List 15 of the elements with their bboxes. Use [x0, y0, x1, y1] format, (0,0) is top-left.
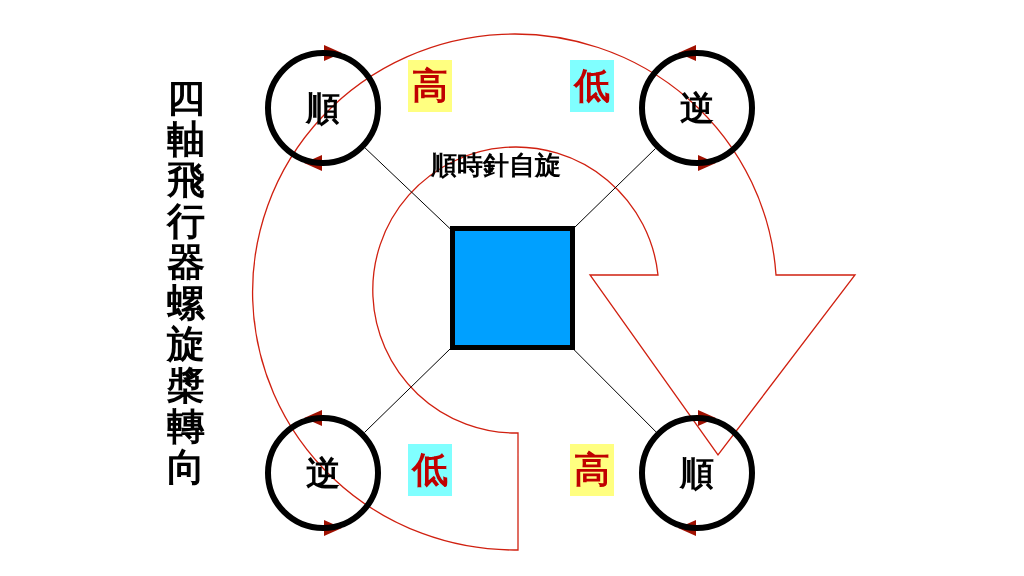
- speed-tag: 低: [408, 444, 452, 496]
- rotor-circle: [265, 415, 381, 531]
- rotor-circle: [639, 415, 755, 531]
- body-square: [450, 226, 575, 350]
- speed-tag: 高: [570, 444, 614, 496]
- connector-line: [364, 147, 451, 230]
- rotor-circle: [639, 50, 755, 166]
- speed-tag: 高: [408, 60, 452, 112]
- title: 四軸飛行器螺旋槳轉向: [166, 78, 206, 489]
- connector-line: [364, 348, 451, 433]
- rotor-circle: [265, 50, 381, 166]
- speed-tag: 低: [570, 60, 614, 112]
- rotation-label: 順: [680, 456, 714, 490]
- connector-line: [573, 349, 657, 433]
- connector-line: [574, 148, 656, 228]
